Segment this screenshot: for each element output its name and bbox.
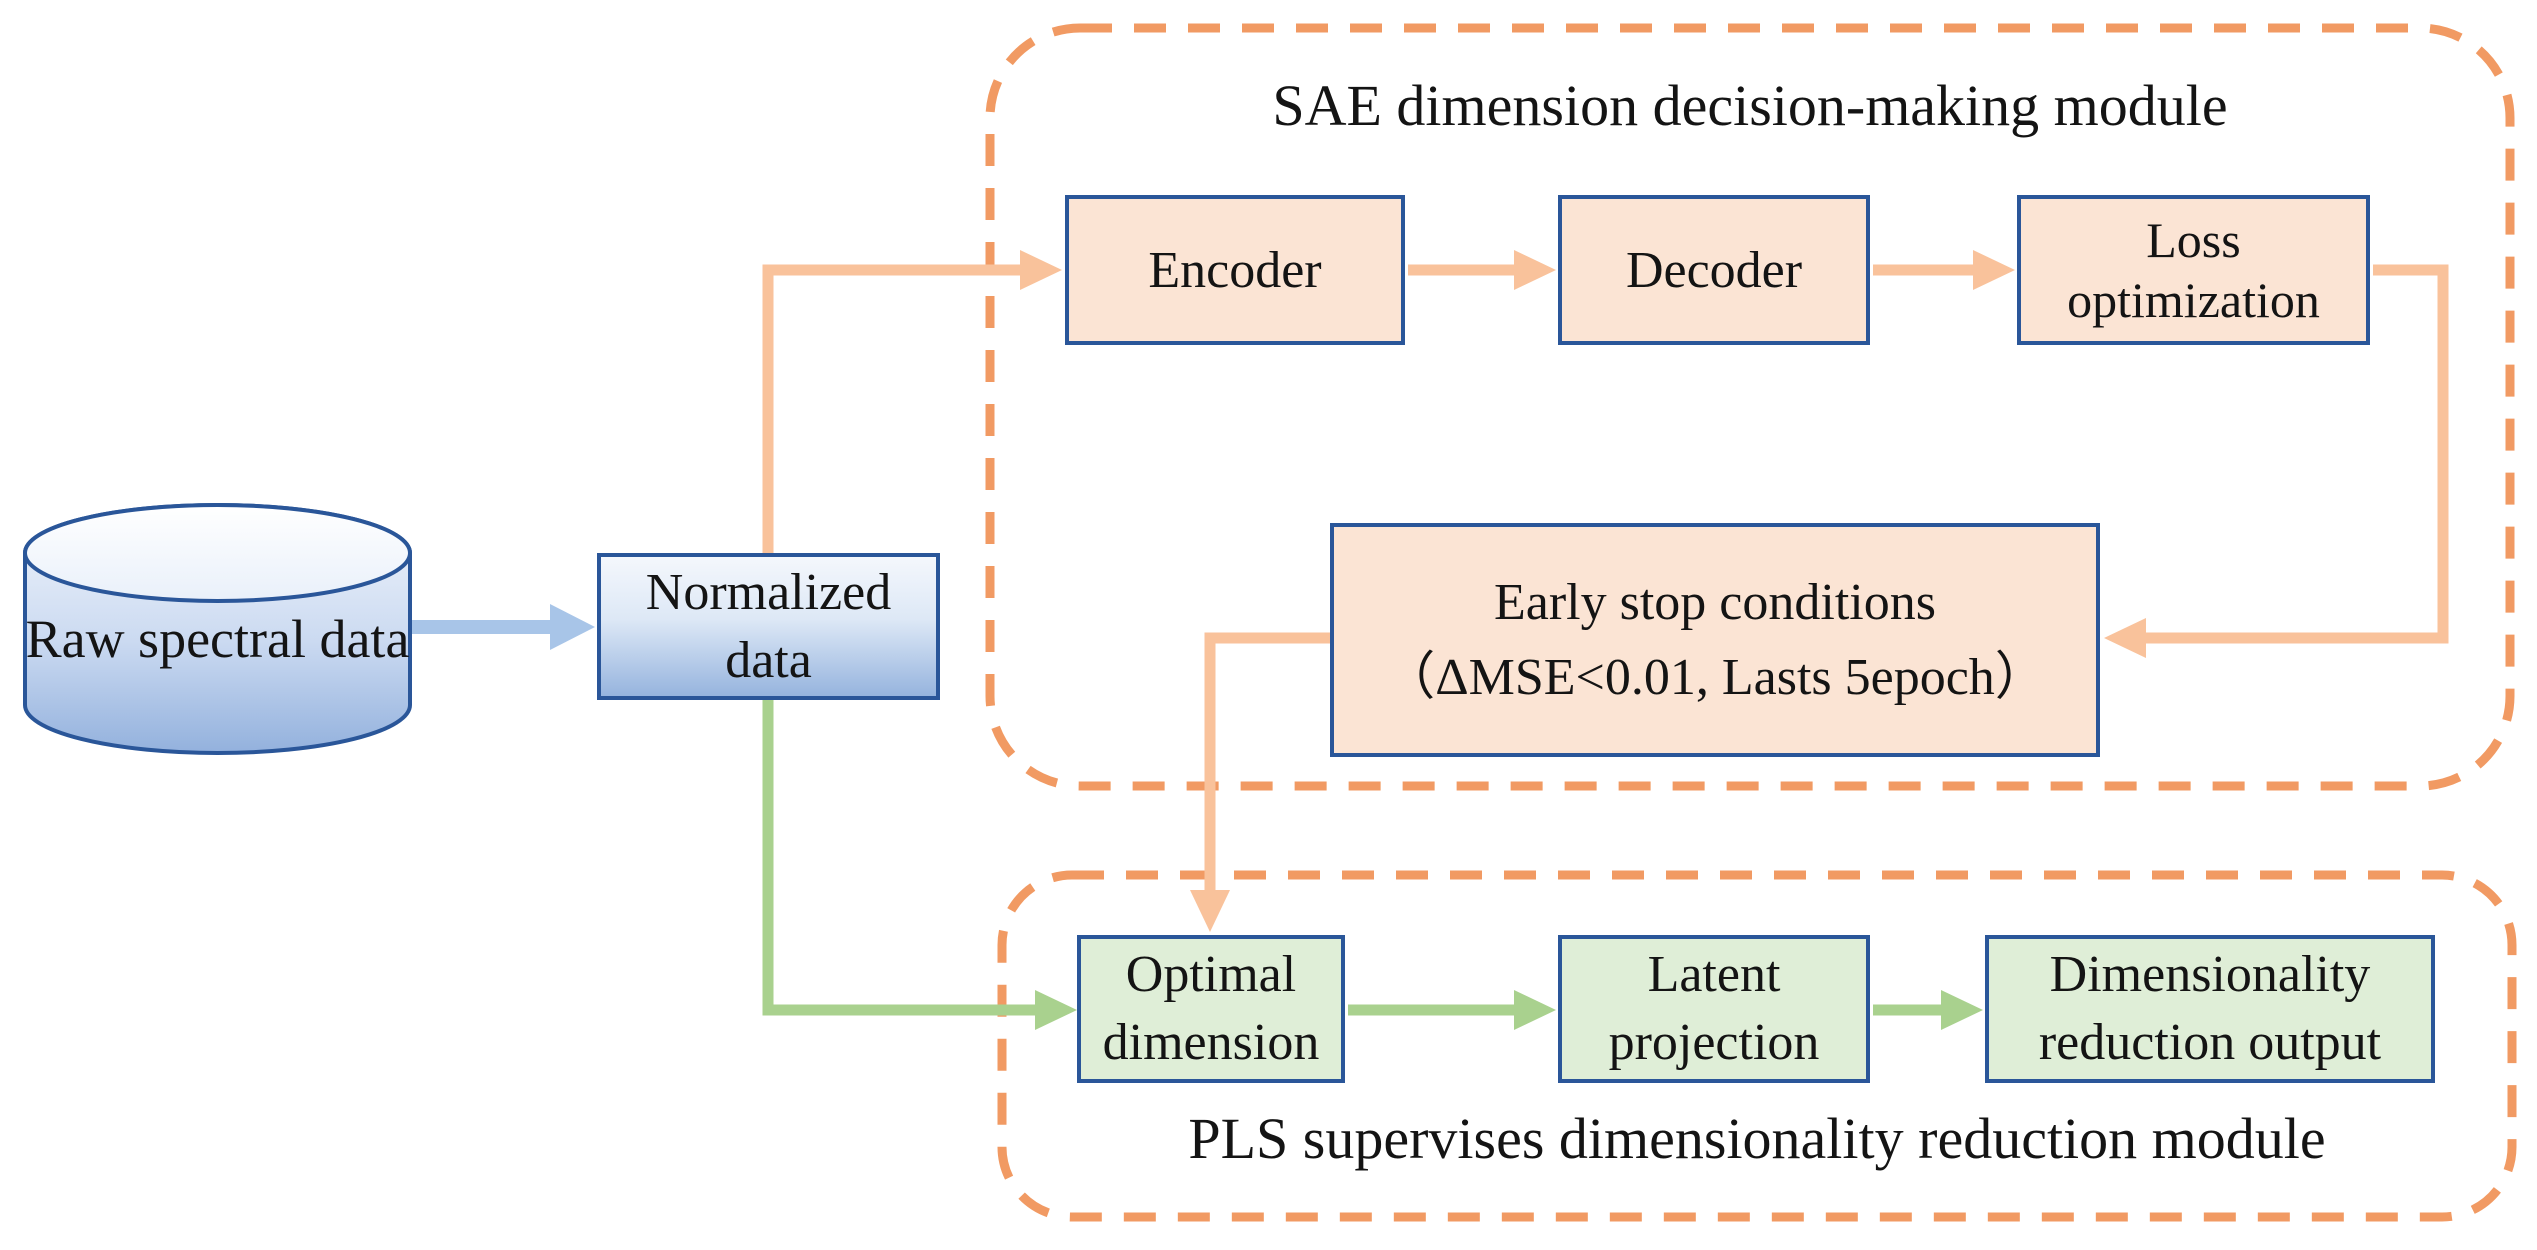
arrow-latent-to-output xyxy=(1873,990,1983,1030)
pls-module-outline xyxy=(997,870,2517,1222)
connector-loss-to-early-stop xyxy=(2104,264,2449,658)
connector-early-stop-to-optimal xyxy=(1190,632,1330,932)
arrow-optimal-to-latent xyxy=(1348,990,1556,1030)
sae-module-outline xyxy=(985,23,2515,791)
encoder-box: Encoder xyxy=(1065,195,1405,345)
arrow-encoder-to-decoder xyxy=(1408,250,1556,290)
sae-module-title: SAE dimension decision-making module xyxy=(1272,73,2228,138)
latent-projection-box: Latent projection xyxy=(1558,935,1870,1083)
early-stop-line1: Early stop conditions xyxy=(1494,573,1936,631)
pls-module-title: PLS supervises dimensionality reduction … xyxy=(1188,1106,2326,1171)
connector-normalized-to-encoder xyxy=(762,250,1062,553)
decoder-box: Decoder xyxy=(1558,195,1870,345)
connector-normalized-to-optimal xyxy=(762,700,1077,1030)
early-stop-text: Early stop conditions （ΔMSE<0.01, Lasts … xyxy=(1383,565,2047,716)
database-cylinder-shape xyxy=(23,503,412,755)
early-stop-conditions-box: Early stop conditions （ΔMSE<0.01, Lasts … xyxy=(1330,523,2100,757)
dimensionality-reduction-output-box: Dimensionality reduction output xyxy=(1985,935,2435,1083)
arrow-raw-to-normalized xyxy=(410,604,595,650)
early-stop-line2: （ΔMSE<0.01, Lasts 5epoch） xyxy=(1383,649,2047,706)
arrow-decoder-to-loss xyxy=(1873,250,2015,290)
normalized-data-box: Normalized data xyxy=(597,553,940,700)
loss-optimization-box: Loss optimization xyxy=(2017,195,2370,345)
optimal-dimension-box: Optimal dimension xyxy=(1077,935,1345,1083)
raw-spectral-data-label: Raw spectral data xyxy=(25,609,410,670)
